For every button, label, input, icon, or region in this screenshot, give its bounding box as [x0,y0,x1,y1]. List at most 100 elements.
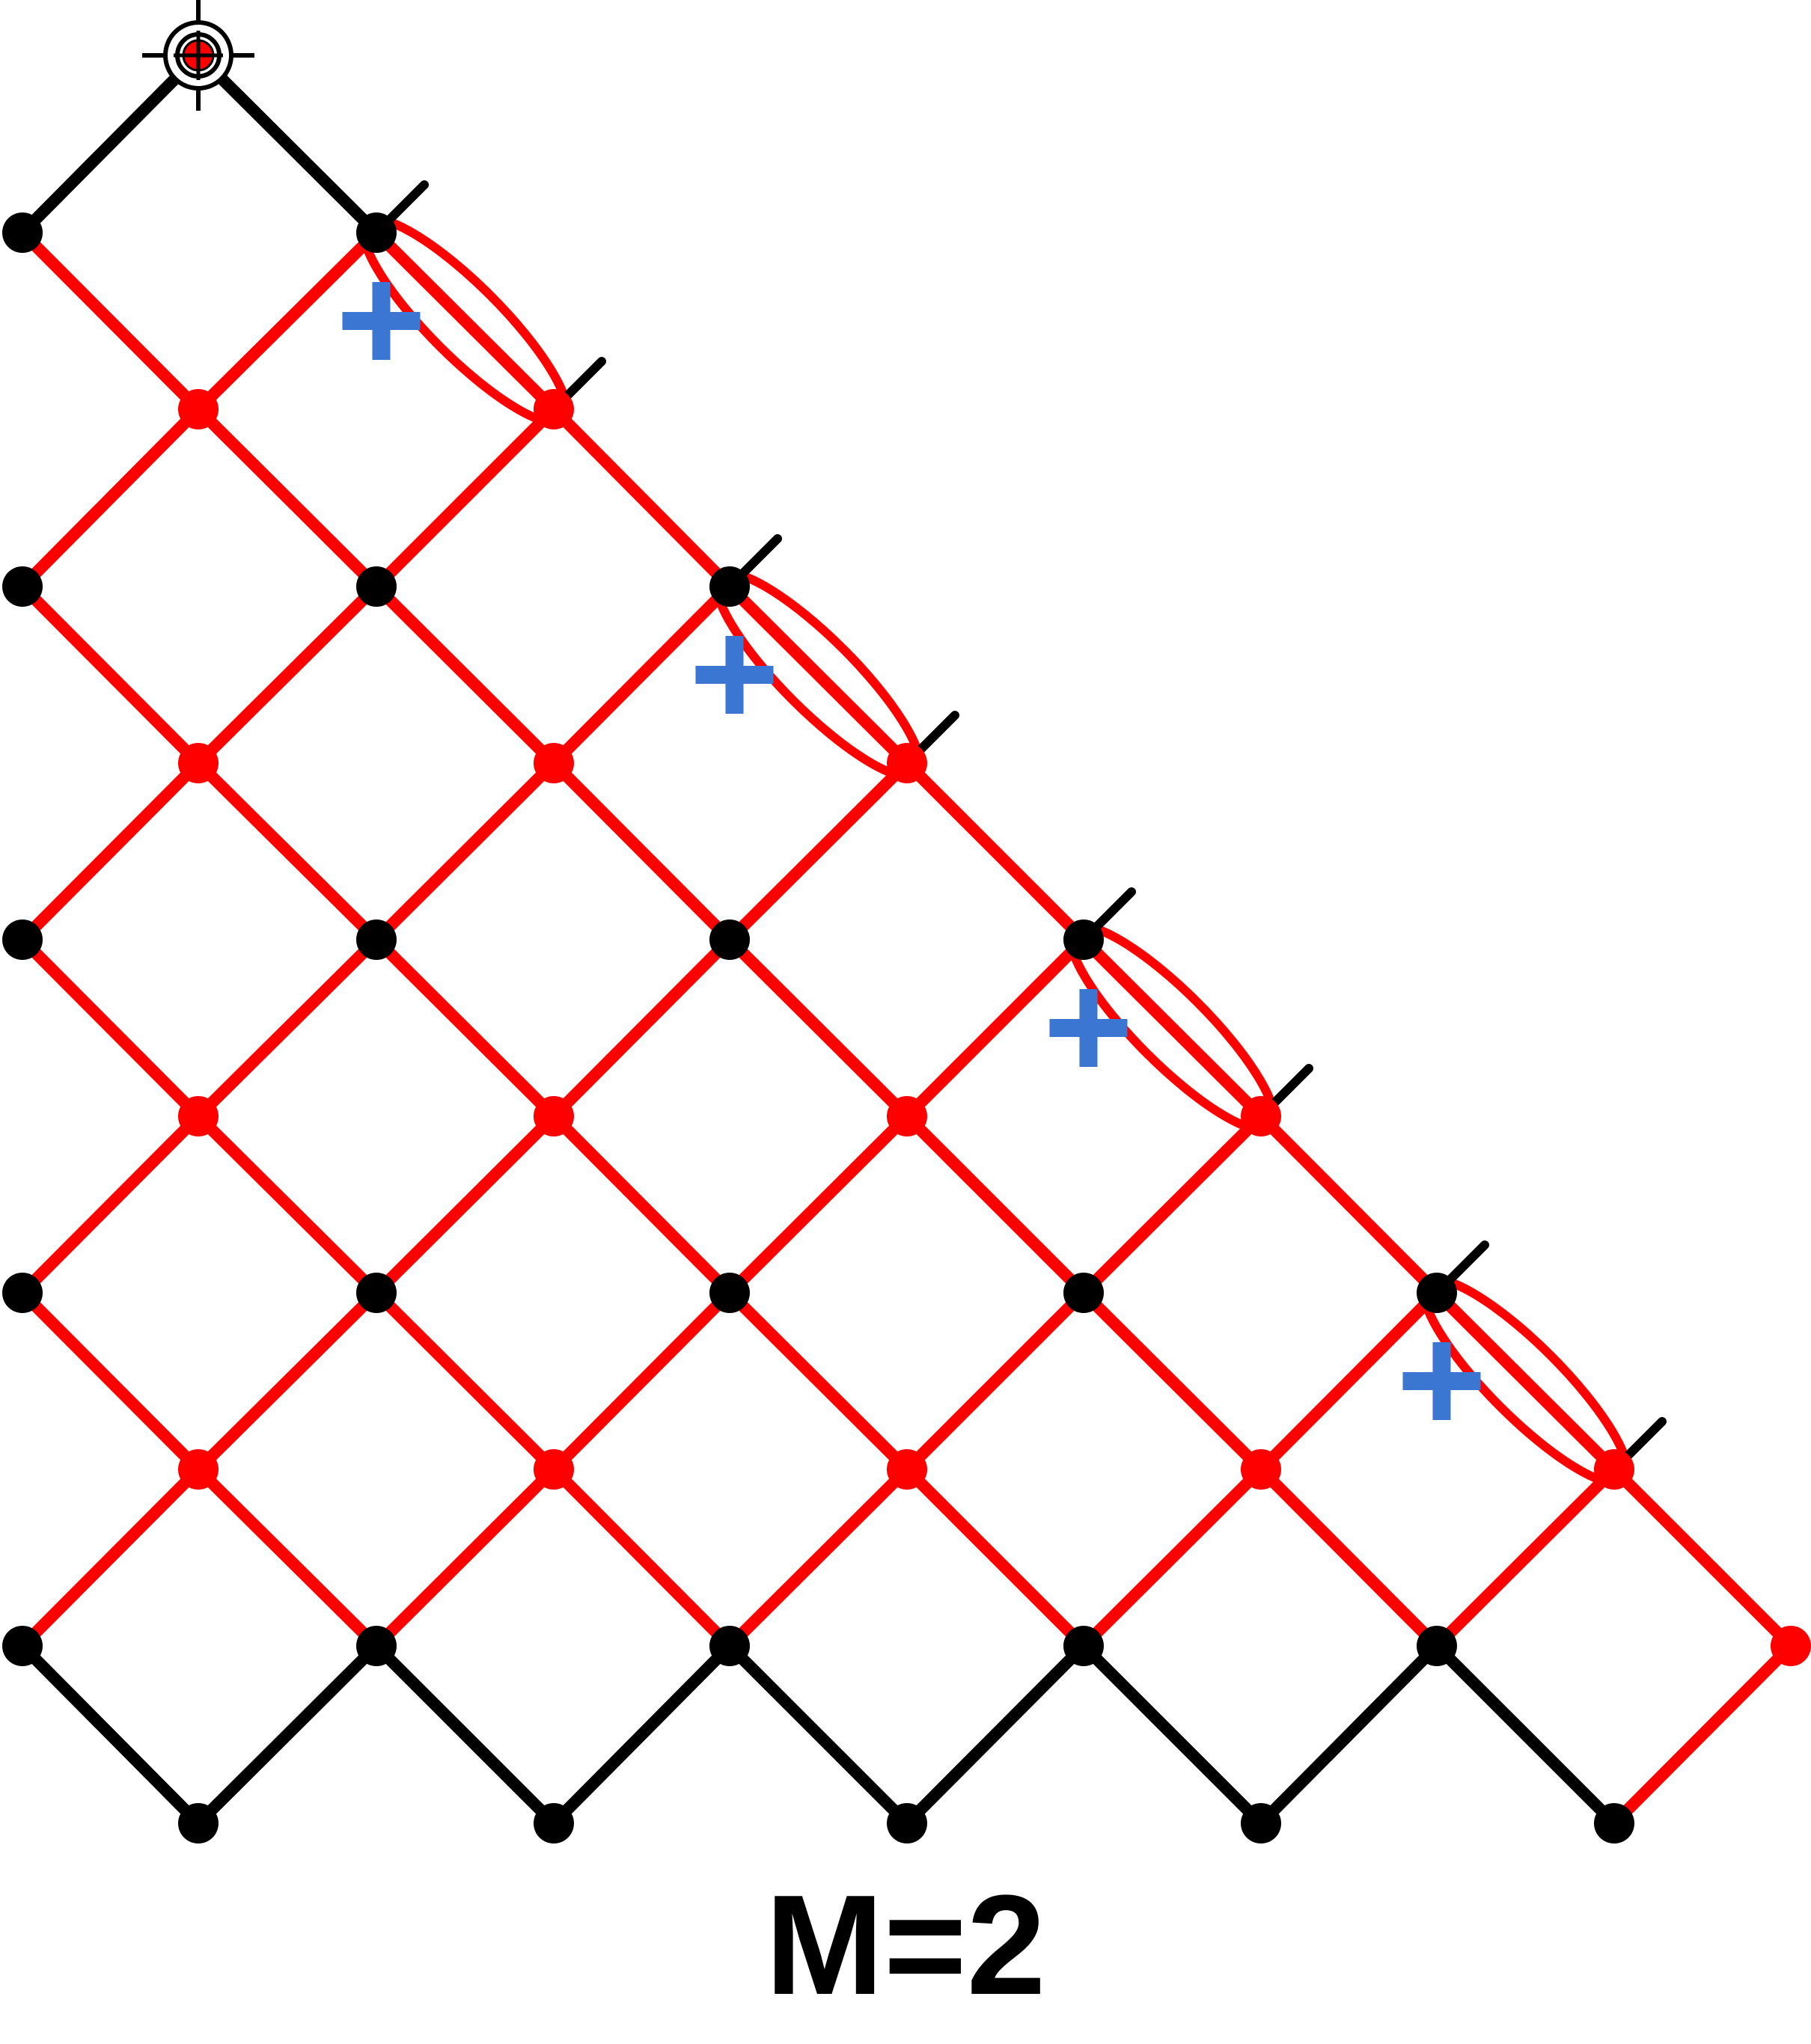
red-edge [16,1287,204,1475]
red-edge [548,1287,736,1475]
black-node [887,1803,927,1843]
black-node [178,1803,219,1843]
red-edge [724,934,913,1122]
plus-sign [1402,1342,1481,1420]
plus-sign [1049,989,1128,1067]
red-edge [192,1110,382,1299]
origin-marker [142,0,254,111]
black-edge [192,1640,382,1829]
red-edge [724,1287,913,1475]
red-edge [192,1287,382,1475]
red-edge [724,1463,913,1652]
black-node [1063,920,1104,960]
black-edge [16,1640,204,1829]
red-edge [370,403,560,593]
red-edge [1431,1287,1620,1475]
red-edge [16,403,204,593]
black-node [356,212,397,253]
red-node [534,1449,574,1490]
red-node [178,389,219,429]
crosshair-target-icon [142,0,254,111]
red-node [534,1096,574,1136]
red-edge [901,757,1090,946]
red-node [887,1449,927,1490]
edge-ticks [372,180,1667,1474]
red-node [178,743,219,783]
sign-markers [342,282,1481,1420]
red-node [178,1449,219,1490]
black-node [2,212,43,253]
black-edge [1431,1640,1620,1829]
red-edge [1255,1287,1443,1475]
red-edge [16,581,204,769]
red-edge [548,403,736,593]
red-edge [16,757,204,946]
red-node [1241,1096,1281,1136]
red-edge [192,403,382,593]
red-edge [192,227,382,415]
red-edge [1608,1640,1797,1829]
black-node [1417,1273,1457,1313]
red-edge [1078,1463,1267,1652]
black-node [356,1626,397,1666]
black-node [2,1273,43,1313]
black-node [2,920,43,960]
black-edge [1078,1640,1267,1829]
red-node [1241,1449,1281,1490]
black-node [709,1273,750,1313]
red-edge [192,1463,382,1652]
plus-sign [342,282,421,360]
red-edge [370,757,560,946]
red-edge [901,934,1090,1122]
black-node [1063,1273,1104,1313]
black-edge [1255,1640,1443,1829]
red-edge [1078,934,1267,1122]
black-edge [548,1640,736,1829]
black-node [356,920,397,960]
black-node [709,1626,750,1666]
red-edge [1255,1110,1443,1299]
red-edge [192,581,382,769]
lattice-edge [16,49,204,239]
black-node [1063,1626,1104,1666]
black-edge [370,1640,560,1829]
red-edge [724,581,913,769]
red-edge [370,1287,560,1475]
red-edge [16,227,204,415]
black-node [1417,1626,1457,1666]
black-node [709,566,750,607]
black-node [2,566,43,607]
red-edge [370,934,560,1122]
black-node [356,566,397,607]
red-edge [901,1110,1090,1299]
red-node [887,743,927,783]
red-edge [901,1287,1090,1475]
red-edge [1431,1463,1620,1652]
red-edge [1078,1110,1267,1299]
red-edge [724,757,913,946]
red-node [534,389,574,429]
diagram-caption: M=2 [765,1866,1046,2025]
plus-sign [695,636,774,714]
red-edge [548,1110,736,1299]
red-edge [548,581,736,769]
black-node [2,1626,43,1666]
red-edge [1608,1463,1797,1652]
red-edge [548,934,736,1122]
red-edge [724,1110,913,1299]
black-edge [901,1640,1090,1829]
lattice-edge [192,49,382,239]
red-edge [16,1463,204,1652]
black-edge [724,1640,913,1829]
red-node [1594,1449,1634,1490]
red-edge [901,1463,1090,1652]
red-edge [1255,1463,1443,1652]
red-edge [548,1463,736,1652]
red-edge [192,757,382,946]
black-node [356,1273,397,1313]
lattice-nodes [2,212,1811,1843]
red-edge [16,1110,204,1299]
red-edge [548,757,736,946]
red-node [1771,1626,1811,1666]
